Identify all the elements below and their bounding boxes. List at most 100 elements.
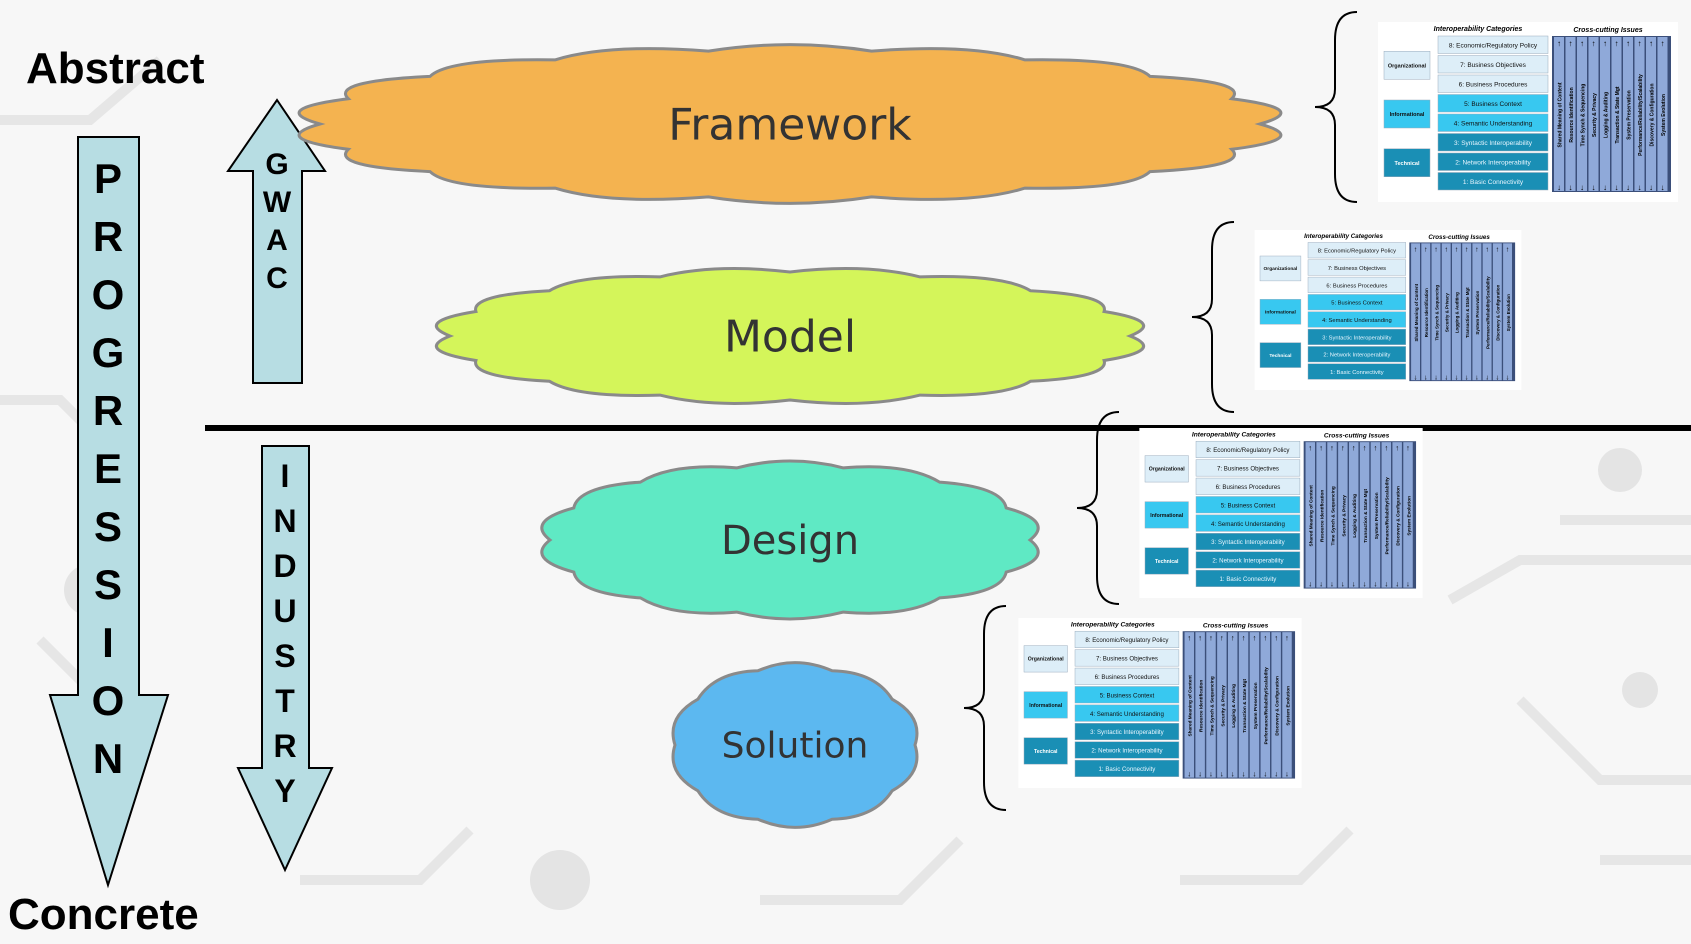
issue-label: Shared Meaning of Content — [1188, 675, 1194, 737]
group-box — [1144, 547, 1189, 575]
issue-column — [1403, 442, 1413, 588]
issue-label: Shared Meaning of Content — [1414, 283, 1419, 341]
up-arrow-icon: ↑ — [1661, 39, 1665, 48]
level-box — [1195, 551, 1301, 569]
level-label: 2: Network Interoperability — [1455, 160, 1531, 167]
issue-label: Resource Identification — [1320, 490, 1326, 542]
level-label: 6: Business Procedures — [1326, 283, 1387, 289]
crosscutting-title: Cross-cutting Issues — [1573, 27, 1642, 34]
categories-title: Interoperability Categories — [1192, 432, 1276, 439]
level-label: 8: Economic/Regulatory Policy — [1085, 637, 1169, 644]
issue-column — [1657, 37, 1668, 191]
abstract-label: Abstract — [26, 44, 205, 93]
level-label: 1: Basic Connectivity — [1099, 766, 1157, 773]
cloud-label: Design — [721, 518, 859, 564]
up-arrow-icon: ↑ — [1406, 444, 1410, 453]
level-label: 4: Semantic Understanding — [1090, 711, 1164, 718]
level-box — [1307, 346, 1406, 363]
up-arrow-icon: ↑ — [1374, 444, 1378, 453]
issue-column — [1492, 243, 1502, 381]
up-arrow-icon: ↑ — [1649, 39, 1653, 48]
level-box — [1195, 477, 1301, 495]
up-arrow-icon: ↑ — [1363, 444, 1367, 453]
level-box — [1074, 649, 1180, 667]
categories-title: Interoperability Categories — [1071, 622, 1155, 629]
up-arrow-icon: ↑ — [1592, 39, 1596, 48]
level-box — [1437, 113, 1549, 132]
divider-line — [205, 425, 1691, 431]
issue-label: Transaction & State Mgt — [1242, 679, 1248, 733]
issue-column — [1411, 243, 1420, 381]
level-box — [1195, 496, 1301, 514]
level-box — [1437, 94, 1549, 113]
issue-column — [1588, 37, 1599, 191]
gwac-letter: G — [265, 148, 289, 181]
up-arrow-icon: ↑ — [1444, 245, 1448, 253]
industry-letter: Y — [274, 773, 296, 809]
down-arrow-icon: ↓ — [1626, 183, 1630, 192]
up-arrow-icon: ↑ — [1209, 634, 1213, 643]
level-label: 8: Economic/Regulatory Policy — [1449, 43, 1538, 50]
up-arrow-icon: ↑ — [1274, 634, 1278, 643]
progression-letter: O — [91, 677, 125, 724]
progression-letter: G — [91, 329, 125, 376]
level-label: 7: Business Objectives — [1217, 466, 1279, 473]
down-arrow-icon: ↓ — [1424, 373, 1428, 381]
issue-column — [1646, 37, 1656, 191]
level-label: 1: Basic Connectivity — [1330, 370, 1384, 376]
level-label: 6: Business Procedures — [1216, 484, 1281, 491]
group-box — [1383, 51, 1431, 80]
down-arrow-icon: ↓ — [1285, 770, 1289, 779]
issue-label: System Preservation — [1627, 90, 1633, 139]
issue-label: Discovery & Configuration — [1275, 676, 1281, 736]
down-arrow-icon: ↓ — [1414, 373, 1418, 381]
level-box — [1195, 569, 1301, 587]
issue-column — [1611, 37, 1622, 191]
up-arrow-icon: ↑ — [1319, 444, 1323, 453]
level-label: 7: Business Objectives — [1096, 656, 1158, 663]
crosscutting-title: Cross-cutting Issues — [1428, 234, 1490, 241]
group-label: Informational — [1029, 703, 1062, 709]
issue-label: Transaction & State Mgt — [1465, 287, 1470, 338]
issue-column — [1349, 442, 1359, 588]
down-arrow-icon: ↓ — [1592, 183, 1596, 192]
level-box — [1307, 276, 1406, 293]
level-label: 5: Business Context — [1221, 502, 1276, 509]
crosscutting-title: Cross-cutting Issues — [1324, 432, 1390, 439]
up-arrow-icon: ↑ — [1263, 634, 1267, 643]
level-box — [1195, 533, 1301, 551]
progression-letter: E — [93, 445, 122, 492]
issue-column — [1370, 442, 1381, 588]
progression-letter: P — [93, 155, 122, 202]
progression-letter: O — [91, 271, 125, 318]
group-label: Organizational — [1149, 467, 1186, 473]
down-arrow-icon: ↓ — [1649, 183, 1653, 192]
issue-label: Transaction & State Mgt — [1615, 86, 1621, 143]
level-label: 2: Network Interoperability — [1091, 748, 1163, 755]
level-label: 4: Semantic Understanding — [1211, 521, 1285, 528]
issue-column — [1462, 243, 1472, 381]
level-box — [1307, 259, 1406, 276]
issue-label: Resource Identification — [1199, 680, 1205, 732]
issue-label: Discovery & Configuration — [1496, 284, 1501, 340]
issue-label: System Evolution — [1285, 686, 1291, 726]
group-box — [1023, 645, 1068, 673]
issue-label: Performance/Reliability/Scalability — [1385, 477, 1391, 554]
level-box — [1437, 35, 1549, 54]
issue-column — [1206, 632, 1216, 778]
group-box — [1383, 99, 1431, 129]
down-arrow-icon: ↓ — [1615, 183, 1619, 192]
group-label: Technical — [1155, 559, 1179, 565]
level-box — [1307, 363, 1406, 380]
issue-label: Security & Privacy — [1592, 93, 1598, 137]
industry-letter: I — [280, 458, 290, 494]
level-label: 8: Economic/Regulatory Policy — [1318, 249, 1396, 255]
issue-label: Performance/Reliability/Scalability — [1638, 74, 1644, 156]
level-box — [1437, 152, 1549, 171]
level-label: 3: Syntactic Interoperability — [1322, 335, 1391, 341]
level-box — [1074, 741, 1180, 759]
cloud-label: Model — [724, 311, 856, 362]
level-box — [1074, 723, 1180, 741]
